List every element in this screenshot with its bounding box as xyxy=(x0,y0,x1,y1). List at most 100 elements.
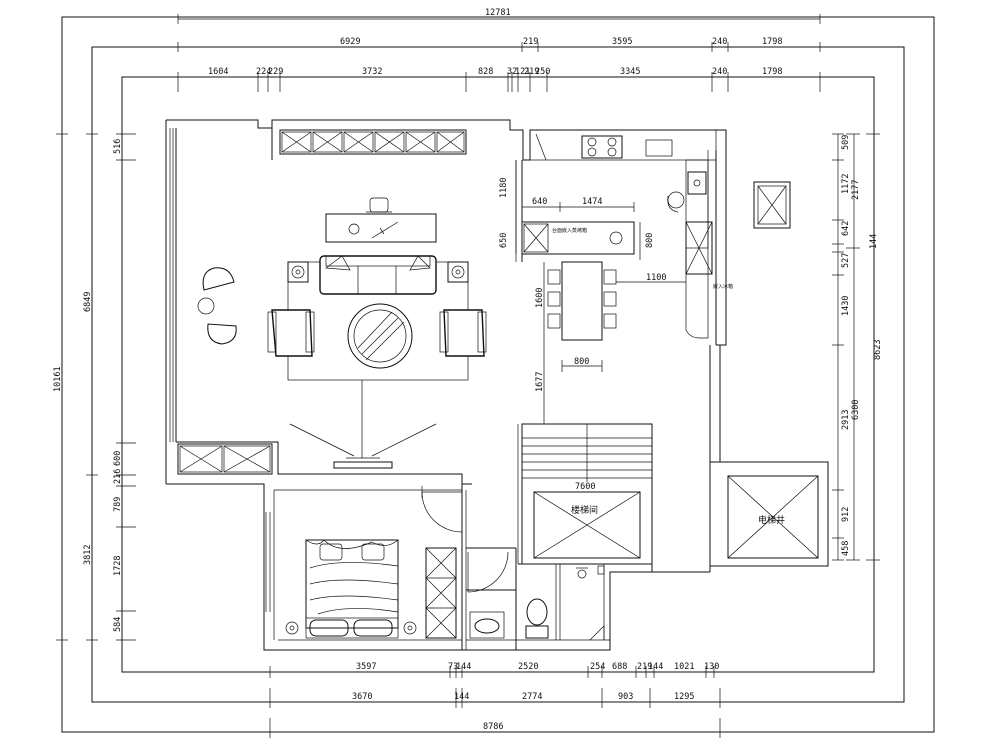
dim-top-r2-4: 3732 xyxy=(362,67,382,77)
outer-frame-2 xyxy=(91,46,905,703)
dim-bottom-r1-1: 3597 xyxy=(356,662,376,672)
building-walls xyxy=(165,119,829,651)
left-dimension-lines: 10161 6849 3812 516 600 216 789 1728 584 xyxy=(53,133,136,641)
dim-bottom-total: 8786 xyxy=(483,722,503,732)
dim-left-lower: 3812 xyxy=(83,545,93,565)
dim-kitchen-misc-1: 1100 xyxy=(646,273,666,283)
dim-left-seg-4: 789 xyxy=(113,497,123,512)
bathroom xyxy=(467,551,605,641)
dim-bottom-r2-3: 2774 xyxy=(522,692,542,702)
dim-right-seg-6: 1430 xyxy=(841,296,851,316)
fridge xyxy=(685,221,713,275)
dim-right-seg-7: 2913 xyxy=(841,410,851,430)
top-storage-cabinets xyxy=(279,129,467,155)
dim-left-seg-1: 516 xyxy=(113,139,123,154)
dim-left-total: 10161 xyxy=(53,366,63,392)
cooktop xyxy=(581,135,623,159)
elevator-shaft: 电梯井 xyxy=(727,475,819,559)
wardrobe xyxy=(425,547,457,639)
dim-top-r1-4: 240 xyxy=(712,37,727,47)
dim-top-r2-2: 224 xyxy=(256,67,271,77)
basin xyxy=(474,618,500,634)
dim-left-seg-5: 1728 xyxy=(113,556,123,576)
dim-kitchen-v5: 1677 xyxy=(535,372,545,392)
label-fridge: 嵌入冰箱 xyxy=(713,283,733,290)
dim-right-sub-2: 6300 xyxy=(851,400,861,420)
dim-bottom-r2-2: 144 xyxy=(454,692,469,702)
shower xyxy=(576,565,605,641)
lower-left-cabinet xyxy=(177,443,273,475)
outer-frame-1 xyxy=(61,16,935,733)
living-room xyxy=(177,129,487,475)
bedroom xyxy=(285,486,463,639)
top-dimension-lines: 12781 6929 219 3595 240 1798 1604 224 22… xyxy=(177,8,821,92)
dim-top-r2-5: 828 xyxy=(478,67,493,77)
dim-right-sub-1: 2177 xyxy=(851,180,861,200)
dim-bottom-r1-8: 144 xyxy=(648,662,663,672)
dim-right-seg-8: 912 xyxy=(841,507,851,522)
armchairs xyxy=(267,309,487,357)
dim-top-r2-3: 229 xyxy=(268,67,283,77)
kitchen: 嵌入冰箱 台面嵌入蒸烤箱 640 1474 1180 650 800 1600 … xyxy=(499,129,733,424)
kitchen-island xyxy=(521,221,635,255)
dim-top-r2-6: 32 xyxy=(507,67,517,77)
dim-right-seg-3: 642 xyxy=(841,221,851,236)
faucet-person-icon xyxy=(667,191,685,209)
dim-top-r1-1: 6929 xyxy=(340,37,360,47)
dim-kitchen-h2: 1474 xyxy=(582,197,602,207)
dim-bottom-r1-10: 130 xyxy=(704,662,719,672)
lounge-chairs xyxy=(197,267,237,345)
round-coffee-table xyxy=(347,303,413,369)
dim-right-seg-9: 458 xyxy=(841,541,851,556)
dim-top-r2-8: 219 xyxy=(524,67,539,77)
bathroom-door-swing xyxy=(467,551,509,593)
label-elevator: 电梯井 xyxy=(758,514,785,526)
dim-bottom-r2-1: 3670 xyxy=(352,692,372,702)
toilet xyxy=(525,598,549,639)
dim-left-seg-2: 600 xyxy=(113,451,123,466)
dim-bottom-r2-4: 903 xyxy=(618,692,633,702)
tv-console xyxy=(289,380,437,469)
sink xyxy=(687,171,707,195)
dim-bottom-r1-7: 219 xyxy=(637,662,652,672)
dim-top-r1-5: 1798 xyxy=(762,37,782,47)
dim-right-seg-2: 1172 xyxy=(841,174,851,194)
dim-bottom-r1-4: 2520 xyxy=(518,662,538,672)
outer-frame-3 xyxy=(121,76,875,673)
dim-left-seg-3: 216 xyxy=(113,469,123,484)
dim-bottom-r1-6: 688 xyxy=(612,662,627,672)
dim-stair: 7600 xyxy=(575,482,595,492)
dim-top-r2-10: 3345 xyxy=(620,67,640,77)
right-dimension-lines: 8623 2177 6300 509 1172 642 144 527 1430… xyxy=(832,133,883,561)
dim-top-r2-1: 1604 xyxy=(208,67,228,77)
label-island: 台面嵌入蒸烤箱 xyxy=(552,227,587,234)
dim-bottom-r1-5: 254 xyxy=(590,662,605,672)
bed xyxy=(305,539,399,629)
dim-kitchen-v4: 1600 xyxy=(535,288,545,308)
dining-table xyxy=(561,261,603,341)
dim-right-seg-1: 509 xyxy=(841,135,851,150)
dim-left-upper: 6849 xyxy=(83,292,93,312)
desk xyxy=(325,197,437,243)
dim-left-seg-6: 584 xyxy=(113,617,123,632)
label-stair: 楼梯间 xyxy=(571,504,598,516)
dim-right-seg-5: 527 xyxy=(841,253,851,268)
bottom-dimension-lines: 3597 73 144 2520 254 688 219 144 1021 13… xyxy=(269,662,721,738)
dim-top-r2-9: 250 xyxy=(535,67,550,77)
dim-kitchen-h1: 640 xyxy=(532,197,547,207)
sofa xyxy=(319,255,437,295)
staircase: 7600 楼梯间 xyxy=(522,424,652,559)
ac-unit xyxy=(753,181,791,229)
dim-kitchen-v3: 800 xyxy=(645,233,655,248)
dim-bottom-r1-3: 144 xyxy=(456,662,471,672)
dim-right-seg-4: 144 xyxy=(869,234,879,249)
dim-bottom-r1-9: 1021 xyxy=(674,662,694,672)
dim-top-r2-7: 121 xyxy=(515,67,530,77)
dim-top-total: 12781 xyxy=(485,8,511,18)
dim-top-r2-11: 240 xyxy=(712,67,727,77)
dim-kitchen-v1: 1180 xyxy=(499,178,509,198)
dim-kitchen-misc-2: 800 xyxy=(574,357,589,367)
dim-right-total: 8623 xyxy=(873,340,883,360)
kitchen-counter-top xyxy=(529,129,717,161)
